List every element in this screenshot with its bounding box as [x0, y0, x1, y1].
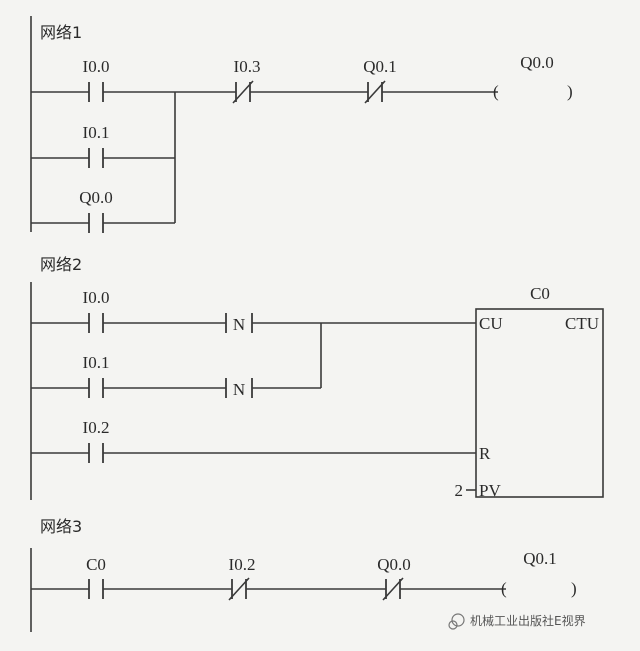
contact-n2-i0-0 [88, 313, 104, 333]
network-1-wiring [31, 91, 498, 224]
edge-label-n2-row1: N [233, 315, 245, 334]
coil-n1-label: Q0.0 [520, 53, 554, 72]
label-n2-i0-1: I0.1 [83, 353, 110, 372]
label-n2-i0-0: I0.0 [83, 288, 110, 307]
coil-n3-right-paren: ) [571, 579, 577, 598]
counter-pin-r: R [479, 444, 491, 463]
contact-n1-q0-1-nc [364, 80, 386, 104]
watermark: 机械工业出版社E视界 [448, 613, 586, 630]
contact-n2-i0-2 [88, 443, 104, 463]
counter-pv-value: 2 [455, 481, 464, 500]
coil-n1-right-paren: ) [567, 82, 573, 101]
chat-bubble-icon-small [448, 620, 458, 630]
counter-box [475, 308, 604, 498]
label-n1-i0-1: I0.1 [83, 123, 110, 142]
counter-type: CTU [565, 314, 599, 333]
watermark-text: 机械工业出版社E视界 [470, 613, 586, 628]
contact-n2-i0-1 [88, 378, 104, 398]
counter-pin-pv: PV [479, 481, 501, 500]
network-3-title: 网络3 [40, 517, 82, 536]
label-n1-q0-1: Q0.1 [363, 57, 397, 76]
chat-bubble-icon [451, 613, 465, 627]
contact-n1-i0-1 [88, 148, 104, 168]
coil-n3-left-paren: ( [501, 579, 507, 598]
coil-n3-label: Q0.1 [523, 549, 557, 568]
contact-n3-q0-0-nc [382, 577, 404, 601]
label-n1-i0-3: I0.3 [234, 57, 261, 76]
contact-n3-i0-2-nc [228, 577, 250, 601]
label-n3-i0-2: I0.2 [229, 555, 256, 574]
network-2-wiring [31, 322, 476, 491]
label-n1-q0-0: Q0.0 [79, 188, 113, 207]
contact-n3-c0 [88, 579, 104, 599]
contact-n1-i0-0 [88, 82, 104, 102]
negative-edge-n2-row1 [225, 313, 253, 333]
contact-n1-q0-0 [88, 213, 104, 233]
label-n1-i0-0: I0.0 [83, 57, 110, 76]
counter-name: C0 [530, 284, 550, 303]
label-n3-q0-0: Q0.0 [377, 555, 411, 574]
contact-n1-i0-3-nc [232, 80, 254, 104]
network-1-title: 网络1 [40, 23, 82, 42]
negative-edge-n2-row2 [225, 378, 253, 398]
network-2-title: 网络2 [40, 255, 82, 274]
label-n3-c0: C0 [86, 555, 106, 574]
coil-n1-left-paren: ( [493, 82, 499, 101]
counter-pin-cu: CU [479, 314, 503, 333]
edge-label-n2-row2: N [233, 380, 245, 399]
label-n2-i0-2: I0.2 [83, 418, 110, 437]
